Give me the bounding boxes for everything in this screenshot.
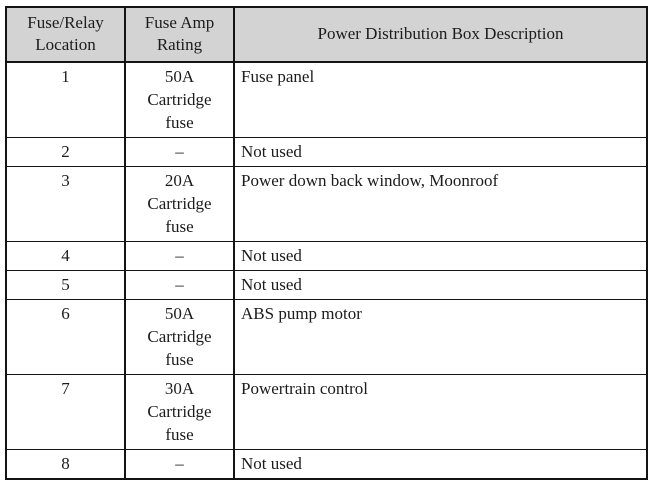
power-distribution-box-fuse-table: Fuse/Relay Location Fuse Amp Rating Powe…: [5, 6, 648, 480]
amp-rating-type-line-1: Cartridge: [147, 194, 212, 213]
cell-description: Not used: [234, 137, 647, 167]
table-row: 8 – Not used: [6, 449, 647, 479]
table-row: 2 – Not used: [6, 137, 647, 167]
table-row: 1 50A Cartridge fuse Fuse panel: [6, 62, 647, 138]
cell-fuse-amp-rating: 30A Cartridge fuse: [125, 374, 235, 450]
column-header-line-1: Fuse Amp: [144, 13, 215, 32]
amp-rating-type-line-1: Cartridge: [147, 402, 212, 421]
cell-description: Fuse panel: [241, 67, 315, 86]
amp-rating-value: 50A: [164, 67, 195, 86]
amp-rating-value: 20A: [164, 171, 195, 190]
amp-rating-value: –: [175, 246, 184, 265]
amp-rating-type-line-2: fuse: [165, 425, 194, 444]
column-header-line-1: Fuse/Relay: [27, 13, 104, 32]
table-row: 5 – Not used: [6, 270, 647, 300]
column-header-line-2: Location: [35, 35, 96, 54]
cell-fuse-amp-rating: –: [125, 270, 235, 300]
cell-fuse-location: 1: [6, 62, 126, 138]
amp-rating-type-line-2: fuse: [165, 350, 194, 369]
table-row: 4 – Not used: [6, 241, 647, 271]
amp-rating-type-line-1: Cartridge: [147, 90, 212, 109]
table-body: 1 50A Cartridge fuse Fuse panel 2 – Not …: [6, 62, 647, 479]
cell-fuse-location: 5: [6, 270, 126, 300]
table-header: Fuse/Relay Location Fuse Amp Rating Powe…: [6, 7, 647, 63]
cell-fuse-location: 7: [6, 374, 126, 450]
cell-description: Not used: [234, 270, 647, 300]
cell-fuse-amp-rating: 50A Cartridge fuse: [125, 299, 235, 375]
cell-fuse-location: 4: [6, 241, 126, 271]
amp-rating-value: –: [175, 142, 184, 161]
table-header-row: Fuse/Relay Location Fuse Amp Rating Powe…: [6, 7, 647, 63]
cell-description: Powertrain control: [234, 374, 647, 450]
column-header-line-1: Power Distribution Box Description: [317, 24, 564, 43]
amp-rating-type-line-2: fuse: [165, 113, 194, 132]
cell-fuse-amp-rating: –: [125, 137, 235, 167]
cell-description: Not used: [234, 241, 647, 271]
cell-fuse-amp-rating: –: [125, 449, 235, 479]
amp-rating-value: –: [175, 275, 184, 294]
cell-fuse-location: 2: [6, 137, 126, 167]
cell-description: ABS pump motor: [234, 299, 647, 375]
cell-fuse-location: 6: [6, 299, 126, 375]
cell-fuse-amp-rating: –: [125, 241, 235, 271]
cell-fuse-location: 3: [6, 166, 126, 242]
amp-rating-value: 50A: [164, 304, 195, 323]
cell-fuse-amp-rating: 50A Cartridge fuse: [125, 62, 235, 138]
column-header-power-distribution-box-description: Power Distribution Box Description: [234, 7, 647, 63]
column-header-fuse-relay-location: Fuse/Relay Location: [6, 7, 126, 63]
table-row: 6 50A Cartridge fuse ABS pump motor: [6, 299, 647, 375]
cell-fuse-amp-rating: 20A Cartridge fuse: [125, 166, 235, 242]
cell-fuse-location: 8: [6, 449, 126, 479]
amp-rating-value: –: [175, 454, 184, 473]
table-row: 7 30A Cartridge fuse Powertrain control: [6, 374, 647, 450]
fuse-table-container: Fuse/Relay Location Fuse Amp Rating Powe…: [5, 6, 648, 480]
cell-description: Power down back window, Moonroof: [234, 166, 647, 242]
amp-rating-type-line-1: Cartridge: [147, 327, 212, 346]
column-header-fuse-amp-rating: Fuse Amp Rating: [125, 7, 235, 63]
cell-description: Not used: [234, 449, 647, 479]
table-row: 3 20A Cartridge fuse Power down back win…: [6, 166, 647, 242]
column-header-line-2: Rating: [156, 35, 203, 54]
amp-rating-value: 30A: [164, 379, 195, 398]
amp-rating-type-line-2: fuse: [165, 217, 194, 236]
